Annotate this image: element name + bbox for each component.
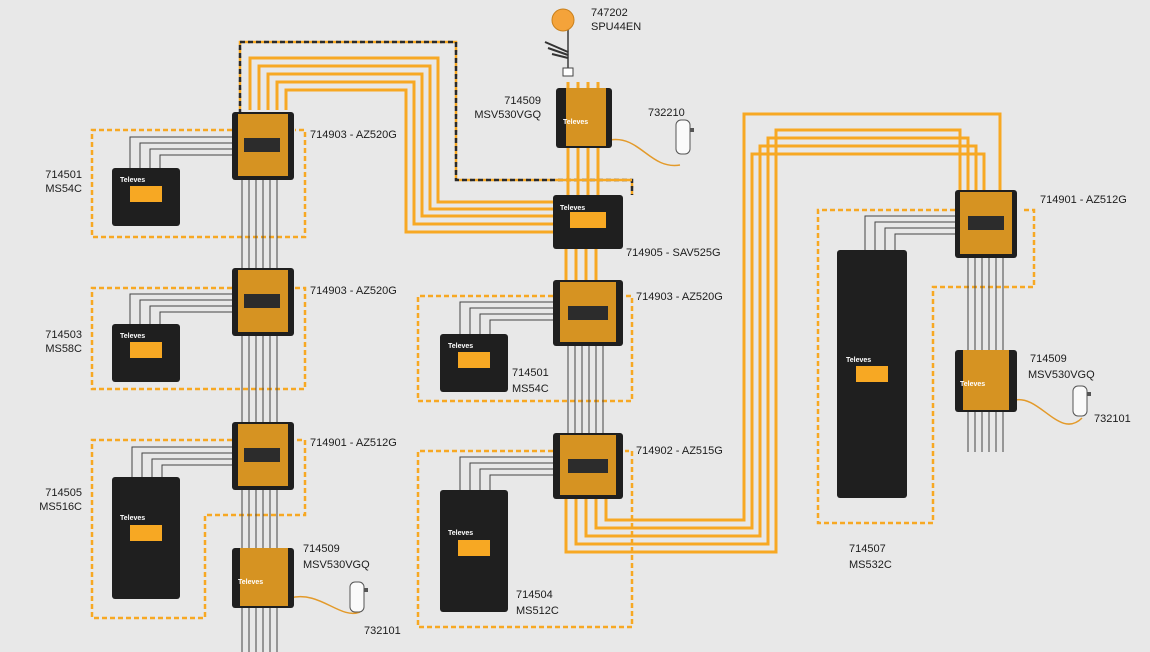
switch-a1-label: 714903 - AZ520G	[310, 129, 397, 141]
amp-top-model-label: MSV530VGQ	[474, 109, 541, 121]
ms-a3-code-label: 714505	[45, 487, 82, 499]
amp-a-code-label: 714509	[303, 543, 340, 555]
device-brand: Televes	[563, 119, 588, 126]
trunk-lines	[238, 40, 1002, 554]
psu-c-label: 732101	[1094, 413, 1131, 425]
antenna-icon	[544, 8, 575, 77]
switch-a1	[232, 112, 294, 180]
device-brand: Televes	[120, 177, 145, 184]
amplifier-top: Televes	[556, 88, 612, 148]
switch-c1-label: 714901 - AZ512G	[1040, 194, 1127, 206]
amp-a-model-label: MSV530VGQ	[303, 559, 370, 571]
switch-b1	[553, 280, 623, 346]
multiswitch-b1: Televes	[440, 334, 508, 392]
psu-732210-icon	[675, 119, 694, 155]
multiswitch-b2: Televes	[440, 490, 508, 612]
device-brand: Televes	[120, 515, 145, 522]
amp-c-code-label: 714509	[1030, 353, 1067, 365]
ms-c-model-label: MS532C	[849, 559, 892, 571]
amplifier-sav: Televes	[553, 195, 623, 249]
ms-c-code-label: 714507	[849, 543, 886, 555]
branch-loops	[90, 128, 1036, 629]
switch-a2-label: 714903 - AZ520G	[310, 285, 397, 297]
device-brand: Televes	[960, 381, 985, 388]
psu-732101-left-icon	[349, 581, 368, 613]
device-brand: Televes	[448, 530, 473, 537]
switch-a2	[232, 268, 294, 336]
multiswitch-a2: Televes	[112, 324, 180, 382]
psu-732101-right-icon	[1072, 385, 1091, 417]
ms-a2-model-label: MS58C	[45, 343, 82, 355]
switch-b2-label: 714902 - AZ515G	[636, 445, 723, 457]
amplifier-a: Televes	[232, 548, 294, 608]
switch-c1	[955, 190, 1017, 258]
antenna-code-label: 747202	[591, 7, 628, 19]
multiswitch-c: Televes	[837, 250, 907, 498]
switch-b1-label: 714903 - AZ520G	[636, 291, 723, 303]
multiswitch-a1: Televes	[112, 168, 180, 226]
ms-b2-model-label: MS512C	[516, 605, 559, 617]
device-brand: Televes	[238, 579, 263, 586]
psu-top-label: 732210	[648, 107, 685, 119]
ms-a1-code-label: 714501	[45, 169, 82, 181]
psu-a-label: 732101	[364, 625, 401, 637]
switch-b2	[553, 433, 623, 499]
device-brand: Televes	[560, 205, 585, 212]
switch-a3-label: 714901 - AZ512G	[310, 437, 397, 449]
amp-c-model-label: MSV530VGQ	[1028, 369, 1095, 381]
power-supplies	[289, 119, 1091, 615]
ms-b2-code-label: 714504	[516, 589, 553, 601]
amp-top-code-label: 714509	[504, 95, 541, 107]
ms-a2-code-label: 714503	[45, 329, 82, 341]
labels: 747202 SPU44EN 714509 MSV530VGQ 732210 7…	[39, 7, 1131, 637]
device-brand: Televes	[846, 357, 871, 364]
device-brand: Televes	[120, 333, 145, 340]
ms-b1-model-label: MS54C	[512, 383, 549, 395]
antenna-model-label: SPU44EN	[591, 21, 641, 33]
device-brand: Televes	[448, 343, 473, 350]
ms-b1-code-label: 714501	[512, 367, 549, 379]
switch-a3	[232, 422, 294, 490]
amplifier-c: Televes	[955, 350, 1017, 412]
ms-a3-model-label: MS516C	[39, 501, 82, 513]
ms-a1-model-label: MS54C	[45, 183, 82, 195]
multiswitch-a3: Televes	[112, 477, 180, 599]
sav-label: 714905 - SAV525G	[626, 247, 721, 259]
thin-cables	[129, 136, 1004, 652]
